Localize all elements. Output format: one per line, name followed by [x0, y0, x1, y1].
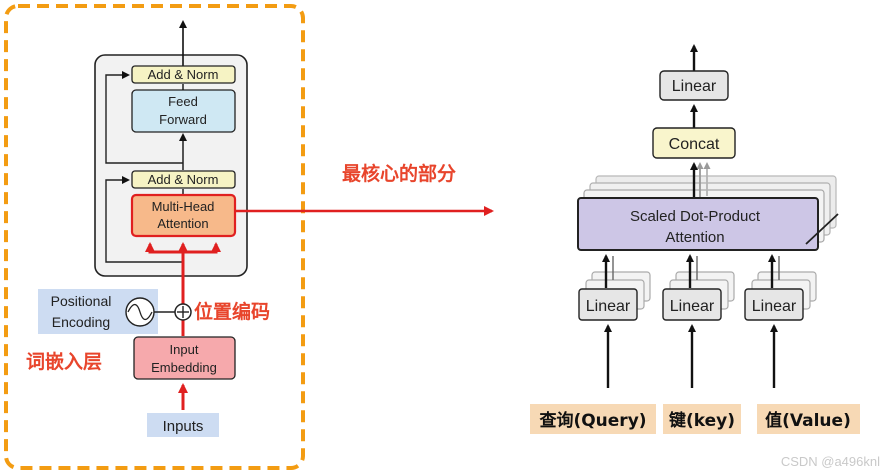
value-label-bg: [757, 404, 860, 434]
positional-label-2: Encoding: [52, 314, 110, 330]
linear-query-label: Linear: [586, 298, 631, 315]
embedding-cn-label: 词嵌入层: [26, 350, 102, 373]
core-part-cn-label: 最核心的部分: [342, 162, 456, 185]
multi-head-attention-box: [130, 193, 237, 238]
scaled-dot-product-attention-box: [577, 197, 819, 251]
add-norm-bottom: [131, 170, 236, 189]
multi-head-label-1: Multi-Head: [152, 199, 215, 214]
input-embedding-label-2: Embedding: [151, 360, 217, 375]
sdpa-label-2: Attention: [665, 229, 724, 246]
add-norm-top: [131, 65, 236, 84]
input-embedding-label-1: Input: [170, 342, 199, 357]
sdpa-label-1: Scaled Dot-Product: [630, 208, 761, 225]
positional-encoding-cn-label: 位置编码: [194, 300, 270, 323]
concat-label: Concat: [669, 136, 720, 153]
linear-value-box: [744, 288, 804, 321]
positional-label-1: Positional: [51, 293, 112, 309]
multi-head-label-2: Attention: [157, 216, 208, 231]
key-label: 键(key): [669, 410, 735, 431]
inputs-label: Inputs: [163, 418, 204, 435]
feed-forward-label-1: Feed: [168, 94, 198, 109]
inputs-box: [147, 413, 219, 437]
watermark: CSDN @a496knl: [781, 454, 880, 469]
feed-forward-label-2: Forward: [159, 112, 207, 127]
linear-output-box: [659, 70, 729, 101]
add-norm-bottom-label: Add & Norm: [148, 172, 219, 187]
add-norm-top-label: Add & Norm: [148, 67, 219, 82]
linear-output-label: Linear: [672, 78, 717, 95]
input-embedding-box: [133, 336, 236, 380]
linear-key-label: Linear: [670, 298, 715, 315]
query-label-bg: [530, 404, 656, 434]
highlight-frame: [4, 4, 305, 470]
key-label-bg: [663, 404, 741, 434]
value-label: 值(Value): [765, 410, 851, 431]
query-label: 查询(Query): [538, 410, 646, 431]
encoder-block: [94, 54, 248, 277]
linear-query-box: [578, 288, 638, 321]
linear-value-label: Linear: [752, 298, 797, 315]
linear-key-box: [662, 288, 722, 321]
concat-box: [652, 127, 736, 159]
